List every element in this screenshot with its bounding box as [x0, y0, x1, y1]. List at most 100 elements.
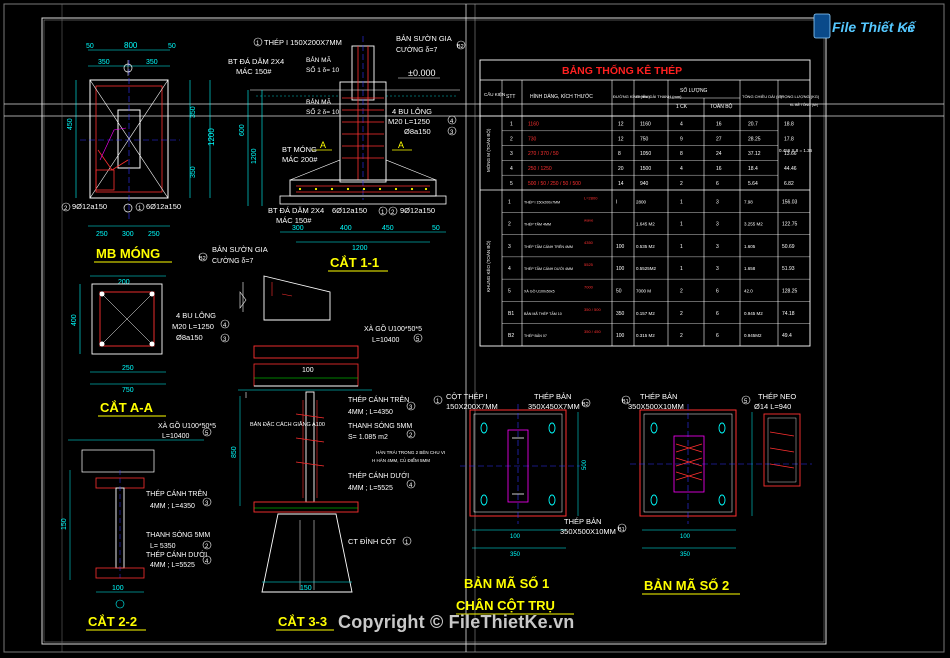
table-cell: 50.69 — [782, 244, 795, 250]
table-cell: 20.7 — [748, 122, 758, 128]
table-cell: 1 — [510, 122, 513, 128]
svg-text:1: 1 — [405, 540, 409, 546]
table-header: CHIỀU DÀI THANH (mm) — [636, 94, 682, 99]
table-cell: 1050 — [640, 151, 651, 157]
drawing-frame — [3, 3, 945, 653]
dim-label: 250 — [96, 231, 108, 238]
callout-m20-aa: M20 L=1250 — [172, 322, 214, 331]
dim-label: 250 — [122, 365, 134, 372]
table-header: TRỌNG LƯỢNG (KG) — [779, 94, 820, 99]
callout-s1085: S= 1.085 m2 — [348, 434, 388, 441]
callout-phi8-aa: Ø8a150 — [176, 333, 203, 342]
table-cell: 750 — [640, 136, 649, 142]
svg-text:2: 2 — [205, 544, 209, 550]
callout-bt-da-dam-2: BT ĐÁ DĂM 2X4 — [268, 206, 324, 215]
callout-bu-long: 4 BU LÔNG — [392, 107, 432, 116]
callout-cuong: CƯỜNG δ=7 — [396, 45, 437, 54]
rebar-callout: 9Ø12a150 — [72, 202, 107, 211]
table-cell: 7.98 — [744, 199, 753, 204]
table-cell: 1 — [680, 222, 683, 228]
table-header: STT — [506, 94, 515, 100]
table-cell: 24 — [716, 151, 722, 157]
callout-ban-ma: BẢN MÃ — [306, 55, 332, 64]
dim-label: 100 — [680, 534, 691, 540]
table-cell: THÉP I 150x200x7MM — [524, 199, 560, 204]
callout-phi8: Ø8a150 — [404, 127, 431, 136]
callout-thep-ban: THÉP BẢN — [534, 392, 571, 401]
table-cell: 14 — [618, 181, 624, 187]
copyright-text: Copyright © FileThietKe.vn — [338, 612, 575, 632]
svg-text:B2: B2 — [582, 402, 589, 408]
table-cell: 1 — [680, 266, 683, 272]
table-cell: 16 — [716, 122, 722, 128]
table-cell: 1160 — [640, 122, 651, 128]
table-header: TOÀN BỘ — [710, 103, 733, 110]
svg-text:5: 5 — [205, 431, 209, 437]
level-mark: ±0.000 — [408, 68, 435, 78]
svg-text:B2: B2 — [457, 44, 464, 50]
table-cell: 2 — [680, 181, 683, 187]
svg-text:B1: B1 — [622, 399, 629, 405]
callout-thep-neo: THÉP NEO — [758, 392, 796, 401]
table-cell: THÉP TẤM 4MM — [524, 222, 551, 227]
table-cell: 3.255 M2 — [744, 222, 763, 227]
table-cell: 4 — [510, 166, 513, 172]
callout-l10400-22: L=10400 — [162, 433, 190, 440]
dim-label: 300 — [292, 225, 304, 232]
table-cell: 156.03 — [782, 199, 798, 205]
callout-mm4350: 4MM ; L=4350 — [348, 409, 393, 416]
callout-thep-canh-tren: THÉP CÁNH TRÊN — [348, 395, 409, 404]
svg-text:5: 5 — [416, 337, 420, 343]
table-cell: 1.645 M2 — [636, 222, 655, 227]
table-cell: THÉP BẢN 07 — [524, 333, 547, 338]
title-ban-ma-1: BẢN MÃ SỐ 1 — [464, 576, 549, 591]
dim-label: 350 — [190, 106, 197, 118]
table-header: ĐƯỜNG KÍNH (mm) — [613, 94, 651, 99]
svg-text:5: 5 — [744, 399, 748, 405]
svg-text:BẢN MÃ: BẢN MÃ — [306, 97, 332, 106]
svg-text:4: 4 — [223, 323, 227, 329]
table-cell: 42.0 — [744, 289, 753, 294]
svg-text:SỐ 2 δ= 10: SỐ 2 δ= 10 — [306, 106, 339, 116]
table-cell: 20 — [618, 166, 624, 172]
table-cell: 1.658 — [744, 266, 756, 271]
table-cell: 27 — [716, 136, 722, 142]
dim-label: 450 — [382, 225, 394, 232]
table-group-label: KHUNG KÈO (TOÀN BỘ) — [485, 240, 491, 292]
callout-thep-ban-2: THÉP BẢN — [640, 392, 677, 401]
table-cell: 1 — [680, 244, 683, 250]
dim-label: 250 — [148, 231, 160, 238]
callout-thep-i: THÉP I 150X200X7MM — [264, 38, 342, 47]
callout-ham-tra: HÀN TRÁI TRONG 2 BÊN CHU VI — [376, 448, 445, 455]
table-cell: 128.25 — [782, 289, 798, 295]
table-cell-shape: wave — [584, 218, 594, 223]
table-cell: 50 — [616, 289, 622, 295]
table-cell: 0.5525M2 — [636, 266, 657, 271]
cat-1-1-section: 1 THÉP I 150X200X7MM BẢN SƯỜN GIA CƯỜNG … — [228, 34, 466, 272]
callout-ct-dinh-cot: CT ĐỈNH CỘT — [348, 537, 397, 546]
table-cell: 3 — [716, 222, 719, 228]
title-mb-mong: MB MÓNG — [96, 246, 160, 261]
table-header: HÌNH DÁNG, KÍCH THƯỚC — [530, 93, 593, 100]
table-cell: 0.535 M2 — [636, 244, 655, 249]
table-cell: 1 — [508, 199, 511, 205]
table-cell: I — [616, 199, 617, 205]
table-cell: 74.18 — [782, 311, 795, 317]
copyright-watermark: Copyright © FileThietKe.vn — [338, 612, 574, 633]
callout-mac: MÁC 150# — [236, 67, 272, 76]
table-title: BẢNG THỐNG KÊ THÉP — [562, 63, 682, 77]
dim-label: 400 — [71, 314, 78, 326]
table-cell: 2 — [510, 136, 513, 142]
table-header: 1 CK — [676, 104, 688, 110]
callout-cot-dim: 150X200X7MM — [446, 402, 498, 411]
table-cell: THÉP TẤM CÁNH TRÊN 4MM — [524, 244, 573, 249]
dim-label: 150 — [61, 518, 68, 530]
table-cell: 3 — [508, 244, 511, 250]
rebar-callout: 6Ø12a150 — [146, 202, 181, 211]
callout-cot-thep-i: CỘT THÉP I — [446, 392, 488, 401]
callout-mac-2: MÁC 150# — [276, 216, 312, 225]
table-cell-shape: 250 / 1250 — [528, 166, 552, 172]
table-cell: 0.157 M2 — [636, 311, 655, 316]
table-cell: 2 — [680, 289, 683, 295]
